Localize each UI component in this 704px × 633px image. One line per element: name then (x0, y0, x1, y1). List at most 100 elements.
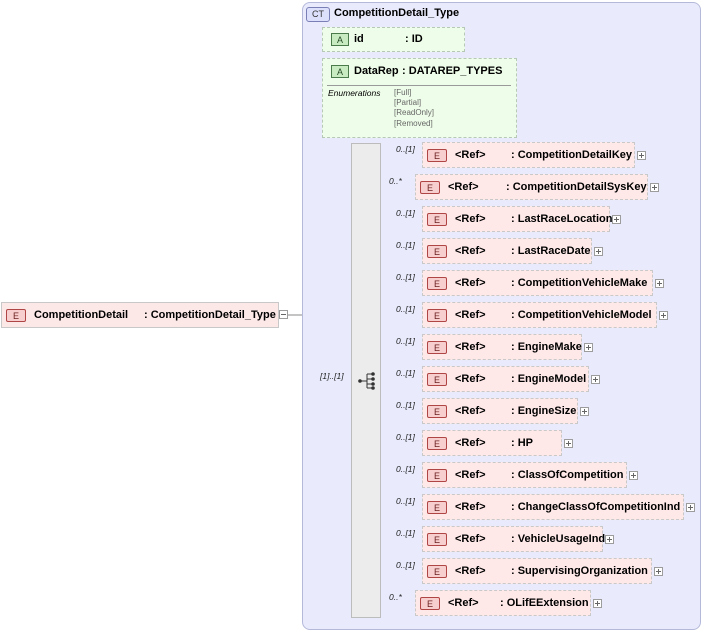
element-type: : CompetitionVehicleMake (511, 277, 648, 289)
expand-icon[interactable] (612, 215, 621, 224)
root-element-name: CompetitionDetail (34, 309, 129, 321)
element-badge: E (420, 597, 440, 610)
element-ref: <Ref> (455, 565, 486, 577)
element-cardinality: 0..[1] (396, 560, 415, 570)
child-element[interactable]: E<Ref>: LastRaceLocation (422, 206, 612, 232)
expand-icon[interactable] (654, 567, 663, 576)
child-element[interactable]: E <Ref> : OLifEExtension (415, 590, 591, 616)
attribute-name: id (354, 33, 364, 45)
element-ref: <Ref> (455, 533, 486, 545)
element-type: : OLifEExtension (500, 597, 589, 609)
element-cardinality: 0..[1] (396, 400, 415, 410)
element-badge: E (427, 437, 447, 450)
element-type: : ClassOfCompetition (511, 469, 624, 481)
attribute-id[interactable]: A id : ID (322, 27, 465, 52)
element-type: : VehicleUsageInd (511, 533, 606, 545)
element-ref: <Ref> (455, 501, 486, 513)
child-element[interactable]: E<Ref>: EngineMake (422, 334, 582, 360)
element-ref: <Ref> (455, 405, 486, 417)
attribute-badge: A (331, 33, 349, 46)
attribute-datarep[interactable]: A DataRep : DATAREP_TYPES Enumerations [… (322, 58, 517, 138)
expand-icon[interactable] (593, 599, 602, 608)
complex-type-title: CompetitionDetail_Type (334, 7, 460, 19)
element-cardinality: 0..[1] (396, 528, 415, 538)
child-element[interactable]: E <Ref> : VehicleUsageInd (422, 526, 606, 552)
attribute-type: : DATAREP_TYPES (402, 65, 503, 77)
element-badge: E (427, 533, 447, 546)
attribute-badge: A (331, 65, 349, 78)
element-badge: E (427, 149, 447, 162)
child-element[interactable]: E <Ref> : EngineModel (422, 366, 589, 392)
element-ref: <Ref> (455, 469, 486, 481)
element-ref: <Ref> (448, 597, 479, 609)
element-badge: E (427, 405, 447, 418)
element-cardinality: 0..[1] (396, 464, 415, 474)
expand-icon[interactable] (655, 279, 664, 288)
element-badge: E (427, 277, 447, 290)
root-element[interactable]: E CompetitionDetail : CompetitionDetail_… (1, 302, 279, 328)
element-type: : CompetitionDetailKey (511, 149, 633, 161)
expand-icon[interactable] (594, 247, 603, 256)
sequence-cardinality: [1]..[1] (320, 371, 344, 381)
expand-icon[interactable] (605, 535, 614, 544)
child-element[interactable]: E<Ref>: CompetitionDetailKey (422, 142, 635, 168)
child-element[interactable]: E<Ref>: ChangeClassOfCompetitionInd (422, 494, 684, 520)
element-cardinality: 0..* (389, 176, 402, 186)
element-ref: <Ref> (455, 213, 486, 225)
element-cardinality: 0..[1] (396, 432, 415, 442)
expand-icon[interactable] (584, 343, 593, 352)
enum-value: [Full] (394, 88, 412, 97)
element-ref: <Ref> (448, 181, 479, 193)
element-type: : EngineMake (511, 341, 582, 353)
element-cardinality: 0..[1] (396, 272, 415, 282)
element-type: : LastRaceDate (511, 245, 591, 257)
element-ref: <Ref> (455, 309, 486, 321)
expand-icon[interactable] (564, 439, 573, 448)
enum-value: [Partial] (394, 98, 422, 107)
child-element[interactable]: E <Ref> : LastRaceDate (422, 238, 592, 264)
element-ref: <Ref> (455, 437, 486, 449)
element-ref: <Ref> (455, 277, 486, 289)
child-element[interactable]: E <Ref> : CompetitionVehicleMake (422, 270, 653, 296)
element-ref: <Ref> (455, 373, 486, 385)
element-badge: E (427, 245, 447, 258)
element-badge: E (427, 373, 447, 386)
element-type: : HP (511, 437, 533, 449)
child-element[interactable]: E <Ref> : HP (422, 430, 562, 456)
expand-icon[interactable] (650, 183, 659, 192)
enumerations-label: Enumerations (328, 88, 381, 98)
expand-icon[interactable] (629, 471, 638, 480)
child-element[interactable]: E<Ref>: EngineSize (422, 398, 578, 424)
element-ref: <Ref> (455, 245, 486, 257)
enum-value: [Removed] (394, 119, 433, 128)
element-cardinality: 0..[1] (396, 144, 415, 154)
expand-icon[interactable] (580, 407, 589, 416)
root-element-type: : CompetitionDetail_Type (144, 309, 276, 321)
element-badge: E (420, 181, 440, 194)
element-cardinality: 0..[1] (396, 496, 415, 506)
element-type: : EngineModel (511, 373, 587, 385)
expand-icon[interactable] (637, 151, 646, 160)
divider (327, 85, 511, 86)
element-cardinality: 0..[1] (396, 368, 415, 378)
sequence-compositor[interactable] (351, 143, 381, 618)
child-element[interactable]: E <Ref> : ClassOfCompetition (422, 462, 627, 488)
child-element[interactable]: E<Ref>: CompetitionVehicleModel (422, 302, 657, 328)
element-badge: E (427, 469, 447, 482)
element-badge: E (6, 309, 26, 322)
element-cardinality: 0..[1] (396, 208, 415, 218)
sequence-icon (358, 372, 375, 390)
element-type: : SupervisingOrganization (511, 565, 648, 577)
expand-icon[interactable] (686, 503, 695, 512)
collapse-icon[interactable] (279, 310, 288, 319)
element-cardinality: 0..[1] (396, 304, 415, 314)
attribute-name: DataRep (354, 65, 399, 77)
element-badge: E (427, 309, 447, 322)
element-badge: E (427, 341, 447, 354)
child-element[interactable]: E<Ref>: CompetitionDetailSysKey (415, 174, 648, 200)
complex-type-badge: CT (306, 7, 330, 22)
child-element[interactable]: E <Ref> : SupervisingOrganization (422, 558, 652, 584)
expand-icon[interactable] (659, 311, 668, 320)
element-badge: E (427, 565, 447, 578)
expand-icon[interactable] (591, 375, 600, 384)
